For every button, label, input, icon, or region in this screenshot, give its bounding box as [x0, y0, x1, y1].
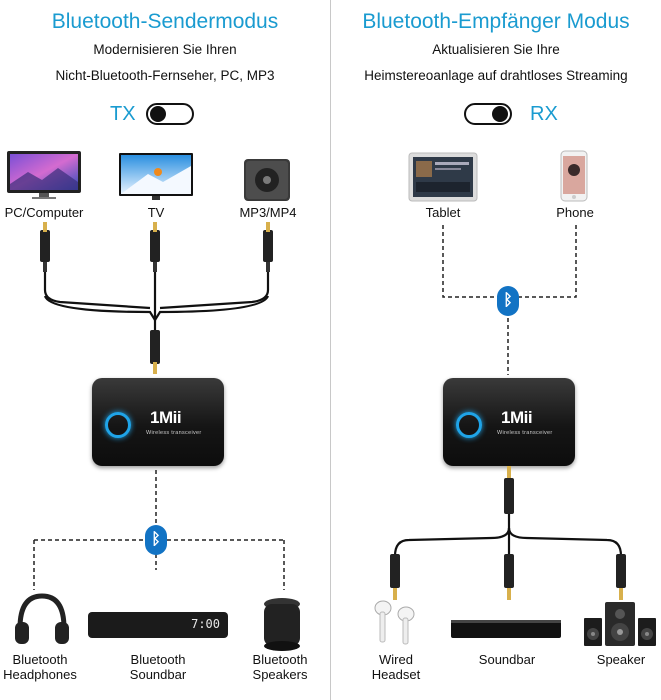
output-label-speaker: Speaker — [596, 652, 646, 667]
output-label-speakers-line2: Speakers — [252, 667, 308, 682]
right-title: Bluetooth-Empfänger Modus — [362, 10, 630, 33]
source-label-mp3: MP3/MP4 — [239, 205, 297, 220]
right-cable-diagram — [390, 466, 626, 600]
output-label-headphones: Bluetooth Headphones — [0, 652, 80, 682]
source-label-tablet: Tablet — [425, 205, 461, 220]
earphones-icon — [374, 600, 415, 645]
left-title: Bluetooth-Sendermodus — [51, 10, 279, 33]
phone-icon — [560, 150, 588, 202]
output-label-speakers-line1: Bluetooth — [252, 652, 308, 667]
output-label-headphones-line2: Headphones — [3, 667, 77, 682]
left-subtitle-line1: Modernisieren Sie Ihren — [93, 42, 237, 57]
toggle-knob — [492, 106, 508, 122]
tx-toggle-switch[interactable] — [146, 103, 194, 125]
output-label-speakers: Bluetooth Speakers — [240, 652, 320, 682]
device-caption: Wireless transceiver — [146, 430, 202, 436]
headphones-icon — [15, 593, 69, 644]
left-cable-diagram — [40, 222, 273, 374]
bluetooth-speaker-icon — [264, 598, 300, 651]
monitor-icon — [7, 151, 81, 199]
source-label-pc: PC/Computer — [4, 205, 84, 220]
brand-logo: 1Mii — [150, 408, 182, 427]
output-label-headphones-line1: Bluetooth — [12, 652, 68, 667]
rx-transceiver-device: 1Mii Wireless transceiver — [443, 378, 575, 466]
rx-mode-label: RX — [530, 103, 558, 125]
source-label-phone: Phone — [556, 205, 594, 220]
output-label-soundbar: Bluetooth Soundbar — [118, 652, 198, 682]
toggle-knob — [150, 106, 166, 122]
device-caption: Wireless transceiver — [497, 430, 553, 436]
power-button-icon — [456, 412, 482, 438]
panel-divider — [330, 0, 331, 700]
left-bluetooth-links — [33, 470, 285, 590]
speaker-set-icon — [584, 602, 656, 646]
output-label-wired-headset-line1: Wired — [379, 652, 413, 667]
output-label-soundbar-line1: Bluetooth — [130, 652, 186, 667]
output-label-wired-headset: Wired Headset — [356, 652, 436, 682]
brand-logo: 1Mii — [501, 408, 533, 427]
right-subtitle-line2: Heimstereoanlage auf drahtloses Streamin… — [364, 68, 628, 83]
soundbar-device — [451, 620, 561, 638]
mp3-player-icon — [244, 159, 290, 201]
soundbar-display: 7:00 — [191, 617, 220, 631]
tablet-icon — [408, 152, 478, 202]
tv-icon — [119, 153, 193, 200]
tx-mode-label: TX — [110, 103, 136, 125]
right-subtitle-line1: Aktualisieren Sie Ihre — [432, 42, 560, 57]
power-button-icon — [105, 412, 131, 438]
output-label-soundbar: Soundbar — [478, 652, 536, 667]
right-bluetooth-links — [442, 225, 577, 375]
rx-toggle-switch[interactable] — [464, 103, 512, 125]
left-subtitle-line2: Nicht-Bluetooth-Fernseher, PC, MP3 — [55, 68, 275, 83]
source-label-tv: TV — [147, 205, 165, 220]
bluetooth-icon: ᛒ — [145, 525, 167, 555]
output-label-wired-headset-line2: Headset — [371, 667, 421, 682]
tx-transceiver-device: 1Mii Wireless transceiver — [92, 378, 224, 466]
soundbar-edge — [451, 620, 561, 623]
output-label-soundbar-line2: Soundbar — [129, 667, 187, 682]
soundbar-device: 7:00 — [88, 612, 228, 638]
bluetooth-icon: ᛒ — [497, 286, 519, 316]
